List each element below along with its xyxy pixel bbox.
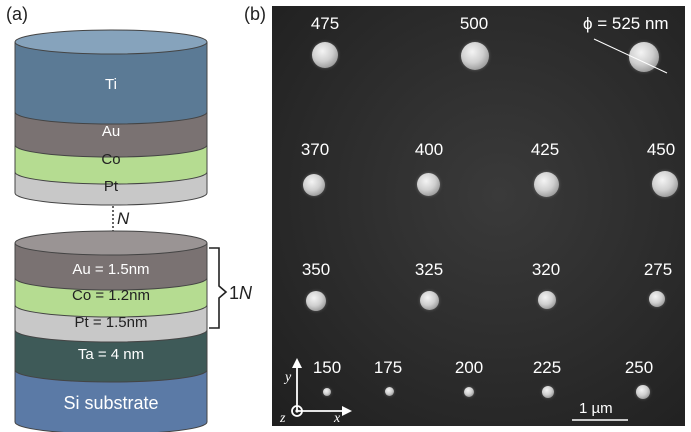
layer-stack-diagram: N Ti Au Co Pt Au = 1.5nm Co = 1.2nm Pt =…: [14, 29, 253, 432]
layer-si: [14, 369, 208, 432]
sem-image: 475 500 ϕ = 525 nm 370 400 425 450 350 3…: [272, 6, 685, 426]
diameter-label: 225: [532, 358, 562, 377]
label-pt: Pt = 1.5nm: [75, 314, 148, 331]
layer-au-top: [14, 111, 208, 158]
bottom-stack: [14, 230, 208, 432]
diameter-label: 370: [300, 140, 330, 159]
y-axis-arrowhead: [292, 358, 302, 368]
disk: [652, 171, 678, 197]
diameter-label: 400: [414, 140, 444, 159]
x-axis-arrowhead: [342, 406, 352, 416]
disk: [538, 291, 556, 309]
sem-overlay: [291, 38, 668, 421]
diameter-label: 475: [310, 14, 340, 33]
repeat-bracket: [209, 247, 228, 329]
label-au: Au = 1.5nm: [72, 261, 149, 278]
disk: [385, 387, 394, 396]
label-pt-top: Pt: [104, 178, 119, 195]
label-au-top: Au: [102, 123, 120, 140]
disk: [464, 387, 474, 397]
disk: [312, 42, 338, 68]
disk: [303, 174, 325, 196]
diameter-label: 350: [301, 260, 331, 279]
layer-au: [14, 242, 208, 291]
disk: [306, 291, 326, 311]
layer-ta: [14, 329, 208, 383]
axis-label-z: z: [280, 411, 286, 426]
diameter-label: 275: [643, 260, 673, 279]
label-ta: Ta = 4 nm: [78, 346, 144, 363]
diameter-label: 450: [646, 140, 676, 159]
scale-bar-label: 1 µm: [579, 400, 613, 417]
disk: [534, 172, 559, 197]
label-co-top: Co: [101, 151, 120, 168]
repeat-marker: N: [117, 209, 130, 228]
axis-label-y: y: [285, 370, 292, 385]
disk: [542, 386, 554, 398]
label-si: Si substrate: [63, 393, 158, 413]
bracket-label: 1N: [229, 283, 253, 303]
label-co: Co = 1.2nm: [72, 287, 150, 304]
z-axis-origin: [291, 405, 303, 417]
bottom-cap: [14, 230, 208, 256]
axis-label-x: x: [334, 411, 341, 426]
disk: [417, 173, 440, 196]
disk: [420, 291, 439, 310]
diameter-label: 320: [531, 260, 561, 279]
disk: [649, 291, 665, 307]
diameter-label: 200: [454, 358, 484, 377]
diameter-label: 325: [414, 260, 444, 279]
phi-label: ϕ = 525 nm: [583, 14, 669, 33]
disk: [636, 385, 650, 399]
disk: [461, 42, 489, 70]
layer-ti: [14, 41, 208, 125]
diameter-label: 425: [530, 140, 560, 159]
disk: [323, 388, 331, 396]
top-stack: [14, 29, 208, 206]
phi-pointer-line: [593, 38, 668, 74]
panel-b-label: (b): [244, 4, 266, 24]
diameter-label: 250: [624, 358, 654, 377]
diameter-label: 150: [312, 358, 342, 377]
diameter-label: 175: [373, 358, 403, 377]
diameter-label: 500: [459, 14, 489, 33]
panel-a-label: (a): [6, 4, 28, 24]
top-cap: [14, 29, 208, 55]
z-axis-dot: [295, 409, 299, 413]
label-ti: Ti: [105, 76, 117, 93]
